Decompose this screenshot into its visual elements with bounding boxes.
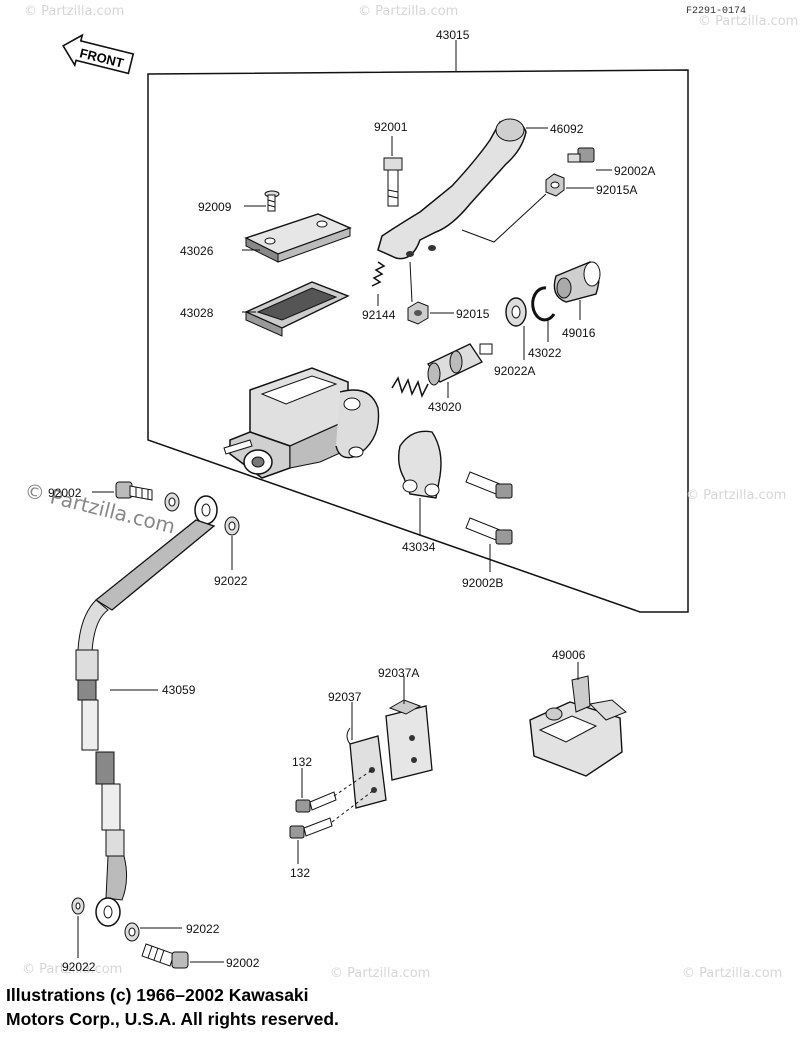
piston-43020 bbox=[391, 343, 493, 399]
part-label-43015: 43015 bbox=[436, 28, 470, 42]
boot-49016 bbox=[553, 261, 601, 303]
master-cylinder-body bbox=[223, 367, 380, 479]
clamp-bolt-92002B bbox=[465, 517, 513, 545]
part-label-43059: 43059 bbox=[162, 683, 196, 697]
bolt-132-lower bbox=[289, 817, 333, 839]
pivot-bolt-92001 bbox=[383, 157, 403, 207]
watermark: © Partzilla.com bbox=[358, 4, 459, 19]
washer-upper-1 bbox=[164, 492, 180, 512]
part-label-92001: 92001 bbox=[374, 120, 408, 134]
spring-92144 bbox=[371, 261, 386, 287]
screw-92009 bbox=[264, 190, 280, 212]
banjo-bolt-lower-92002 bbox=[141, 943, 189, 969]
nut-92015A bbox=[545, 173, 565, 197]
banjo-bolt-upper-92002 bbox=[115, 481, 153, 501]
brake-hose-43059 bbox=[75, 495, 218, 927]
part-label-92022-bottom-right: 92022 bbox=[186, 922, 220, 936]
part-label-92037: 92037 bbox=[328, 690, 362, 704]
part-label-43026: 43026 bbox=[180, 244, 214, 258]
part-label-92002B: 92002B bbox=[462, 576, 504, 590]
part-label-92002A: 92002A bbox=[614, 164, 656, 178]
cap-43026 bbox=[244, 213, 352, 263]
watermark: © Partzilla.com bbox=[330, 966, 431, 981]
part-label-92037A: 92037A bbox=[378, 666, 420, 680]
washer-92022A bbox=[505, 297, 527, 327]
front-arrow bbox=[62, 33, 135, 75]
part-label-43022: 43022 bbox=[528, 346, 562, 360]
copyright-line-2: Motors Corp., U.S.A. All rights reserved… bbox=[6, 1009, 339, 1029]
bolt-92002A bbox=[567, 147, 595, 163]
switch-49006 bbox=[529, 675, 627, 777]
part-label-92022A: 92022A bbox=[494, 364, 536, 378]
watermark: © Partzilla.com bbox=[686, 488, 787, 503]
bolt-132-upper bbox=[295, 791, 337, 813]
part-label-92022-bottom-left: 92022 bbox=[62, 960, 96, 974]
nut-92015 bbox=[407, 301, 429, 325]
clamp-bolt-upper bbox=[465, 471, 513, 499]
part-label-49006: 49006 bbox=[552, 648, 586, 662]
assembly-43015-outline bbox=[147, 69, 689, 613]
part-label-46092: 46092 bbox=[550, 122, 584, 136]
leader-lever-92015A bbox=[461, 193, 547, 243]
part-label-92002-top: 92002 bbox=[48, 486, 82, 500]
brake-lever-46092 bbox=[377, 118, 527, 260]
watermark: © Partzilla.com bbox=[24, 4, 125, 19]
part-label-92015A: 92015A bbox=[596, 183, 638, 197]
diaphragm-43028 bbox=[244, 281, 350, 337]
part-label-92002-bottom: 92002 bbox=[226, 956, 260, 970]
part-label-43034: 43034 bbox=[402, 540, 436, 554]
circlip-43022 bbox=[531, 286, 556, 322]
diagram-code: F2291-0174 bbox=[686, 6, 747, 17]
part-label-92009: 92009 bbox=[198, 200, 232, 214]
part-label-92144: 92144 bbox=[362, 308, 396, 322]
bracket-92037 bbox=[346, 727, 387, 809]
washer-lower-left bbox=[71, 897, 85, 915]
washer-upper-2 bbox=[224, 516, 240, 536]
copyright-line-1: Illustrations (c) 1966–2002 Kawasaki bbox=[6, 985, 309, 1005]
part-label-132-upper: 132 bbox=[292, 755, 313, 769]
part-label-92022-top: 92022 bbox=[214, 574, 248, 588]
watermark: © Partzilla.com bbox=[682, 966, 783, 981]
part-label-49016: 49016 bbox=[562, 326, 596, 340]
watermark: © Partzilla.com bbox=[22, 962, 123, 977]
washer-lower-right bbox=[124, 922, 140, 942]
clamp-43034 bbox=[397, 430, 442, 499]
watermark: © Partzilla.com bbox=[698, 14, 799, 29]
part-label-43020: 43020 bbox=[428, 400, 462, 414]
part-label-92015: 92015 bbox=[456, 307, 490, 321]
bracket-92037A bbox=[385, 699, 433, 781]
part-label-43028: 43028 bbox=[180, 306, 214, 320]
part-label-132-lower: 132 bbox=[290, 866, 311, 880]
